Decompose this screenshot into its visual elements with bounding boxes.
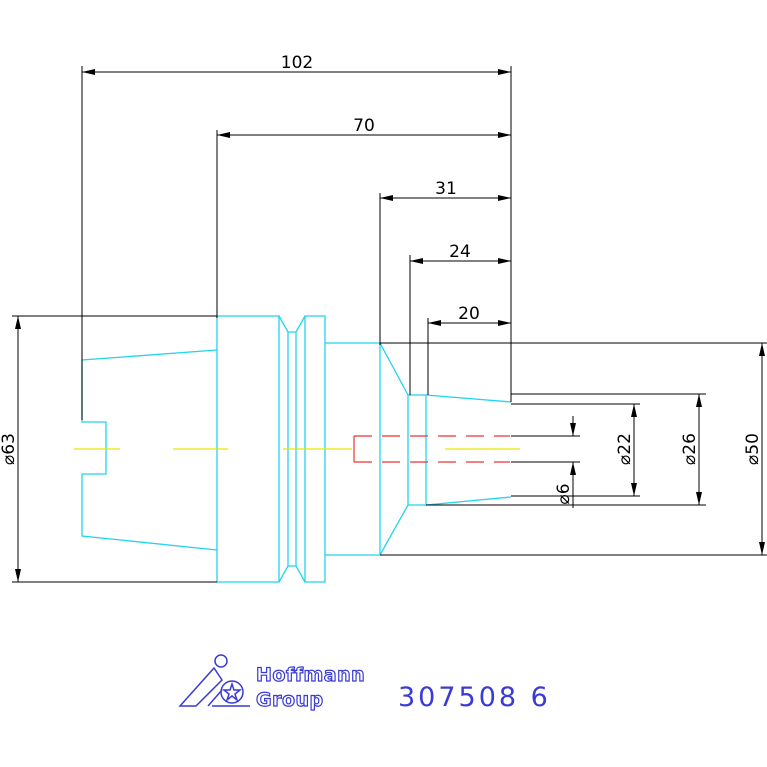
dim-length-24: 24	[449, 242, 471, 262]
hidden-bore	[353, 435, 510, 463]
part-number: 307508 6	[398, 682, 551, 713]
dimension-lines	[12, 66, 767, 583]
dimension-arrows	[15, 69, 765, 582]
dim-length-31: 31	[435, 179, 457, 199]
dim-length-20: 20	[458, 304, 480, 324]
dim-dia-26: ⌀26	[680, 433, 700, 465]
dim-length-shank: 70	[353, 116, 375, 136]
dim-length-overall: 102	[281, 53, 313, 73]
logo-emblem-icon	[178, 654, 250, 707]
dim-dia-6: ⌀6	[554, 483, 574, 504]
logo-line-2: Group	[256, 689, 324, 711]
hoffmann-group-logo: Hoffmann Group	[178, 654, 365, 712]
logo-line-1: Hoffmann	[256, 664, 365, 686]
dim-dia-50: ⌀50	[743, 433, 763, 465]
dim-dia-63: ⌀63	[0, 433, 19, 465]
dim-dia-22: ⌀22	[615, 433, 635, 465]
